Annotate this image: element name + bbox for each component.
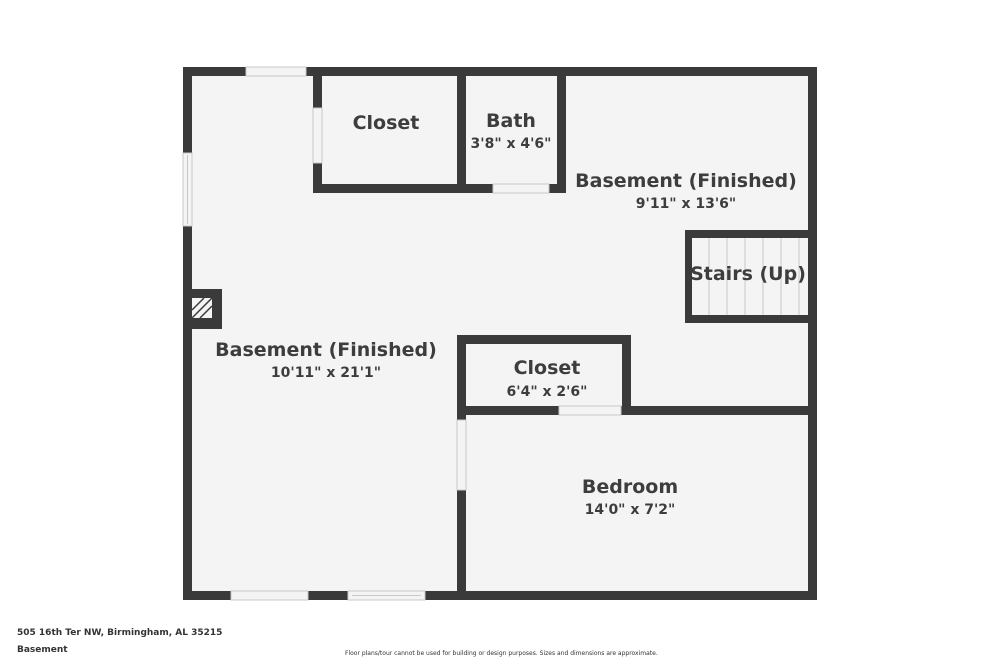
basement-main-dimensions: 10'11" x 21'1": [271, 365, 381, 381]
window-bottom-left: [230, 590, 309, 601]
basement-upper-label: Basement (Finished): [575, 170, 797, 192]
bedroom-label: Bedroom: [582, 476, 678, 498]
closet-mid-wall-right: [622, 335, 631, 415]
closet-mid-wall-top: [457, 335, 631, 344]
outer-wall-bottom: [183, 591, 817, 600]
property-address: 505 16th Ter NW, Birmingham, AL 35215: [17, 628, 223, 638]
basement-upper-dimensions: 9'11" x 13'6": [636, 196, 736, 212]
stairs-treads: [708, 238, 800, 315]
bedroom-wall-left: [457, 406, 466, 600]
bedroom-dimensions: 14'0" x 7'2": [585, 502, 676, 518]
closet-top-door: [312, 107, 323, 164]
stairs-wall-bottom: [685, 315, 817, 323]
outer-wall-left: [183, 67, 192, 600]
floor-area: [187, 71, 813, 595]
stairs-wall-top: [685, 230, 817, 238]
window-top: [245, 66, 307, 77]
outer-wall-right: [808, 67, 817, 600]
chimney-hatch: [191, 297, 213, 319]
stairs-label: Stairs (Up): [690, 263, 806, 285]
stairs-wall-left: [685, 230, 692, 323]
bath-wall-right: [557, 67, 566, 193]
closet-mid-door: [558, 405, 622, 416]
floor-level-label: Basement: [17, 645, 68, 655]
bedroom-door: [456, 419, 467, 491]
closet-top-wall-bottom: [313, 184, 466, 193]
closet-bath-divider: [457, 67, 466, 193]
closet-top-label: Closet: [353, 112, 420, 134]
closet-mid-wall-left: [457, 335, 466, 415]
bath-door: [492, 183, 550, 194]
bath-label: Bath: [486, 110, 536, 132]
bedroom-wall-top: [457, 406, 817, 415]
closet-mid-label: Closet: [514, 357, 581, 379]
outer-wall-top: [183, 67, 817, 76]
basement-main-label: Basement (Finished): [215, 339, 437, 361]
closet-mid-dimensions: 6'4" x 2'6": [507, 384, 588, 400]
bath-dimensions: 3'8" x 4'6": [471, 136, 552, 152]
disclaimer-text: Floor plans/tour cannot be used for buil…: [345, 650, 658, 657]
